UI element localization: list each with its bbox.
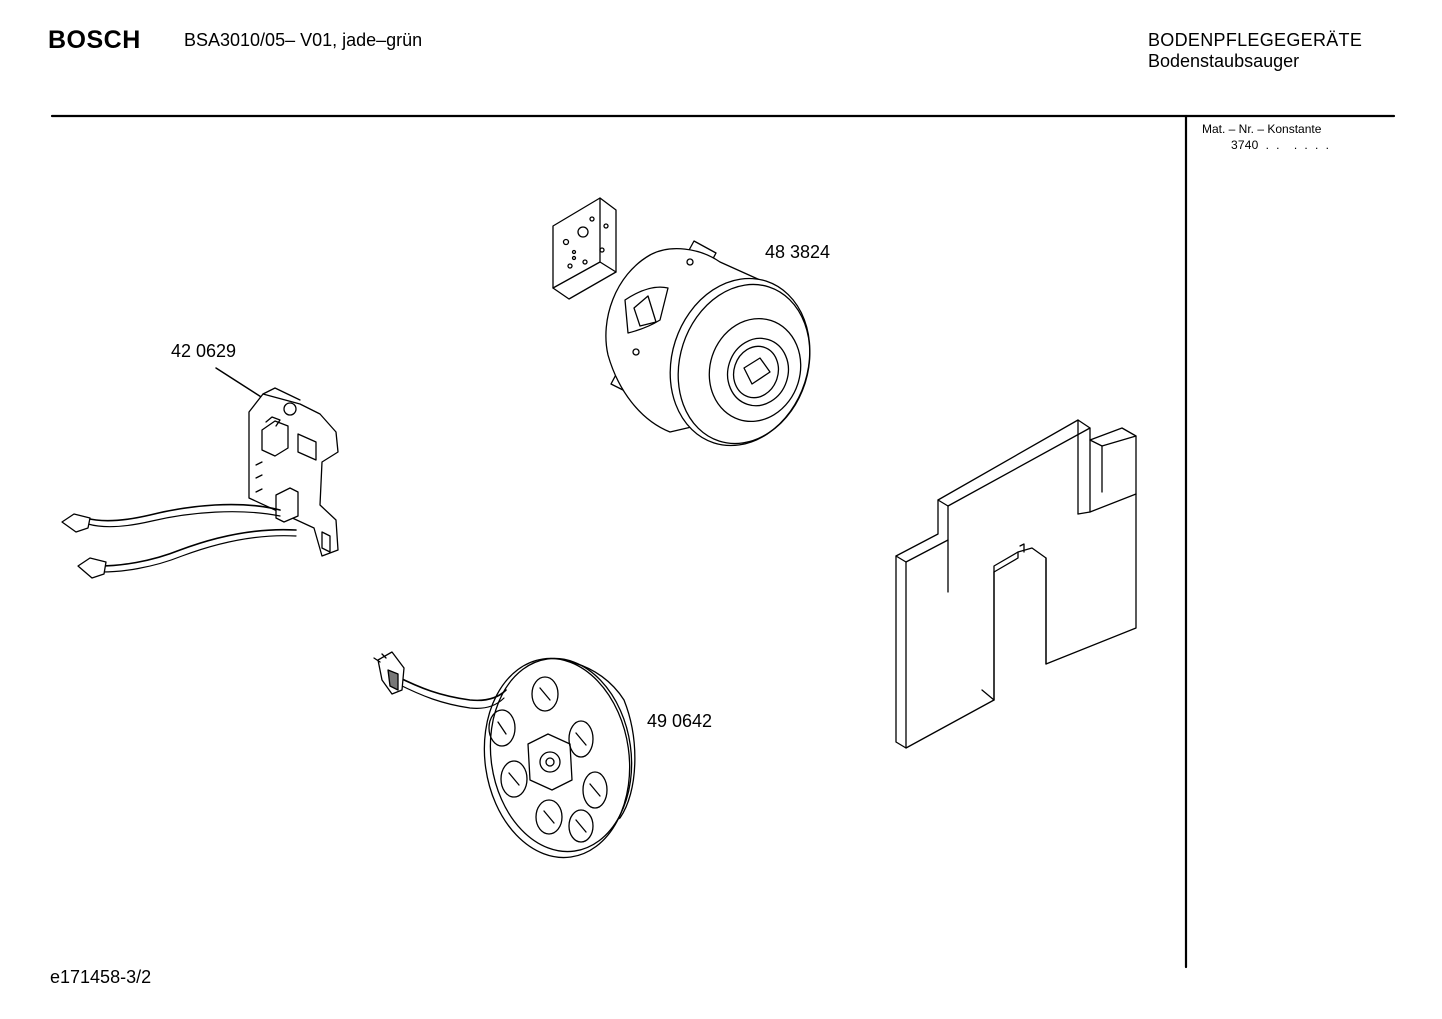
part-number-cord-reel: 49 0642 <box>647 711 713 731</box>
motor-part <box>553 198 831 464</box>
mat-nr-value: 3740 . . . . . . <box>1231 138 1330 152</box>
subcategory-title: Bodenstaubsauger <box>1148 51 1300 71</box>
category-title: BODENPFLEGEGERÄTE <box>1148 30 1363 50</box>
model-title: BSA3010/05– V01, jade–grün <box>184 30 423 50</box>
part-number-motor: 48 3824 <box>765 242 831 262</box>
part-number-switch: 42 0629 <box>171 341 237 361</box>
document-id: e171458-3/2 <box>50 967 152 987</box>
cord-reel-part <box>472 649 644 867</box>
switch-leader-line <box>216 368 269 402</box>
power-cord <box>374 652 506 708</box>
bosch-logo: BOSCH <box>48 26 141 54</box>
switch-wires <box>62 505 296 578</box>
filter-pad-part <box>896 420 1136 748</box>
motor-mounting-plate <box>553 198 616 299</box>
switch-part <box>249 388 338 556</box>
mat-nr-label: Mat. – Nr. – Konstante <box>1202 122 1322 136</box>
